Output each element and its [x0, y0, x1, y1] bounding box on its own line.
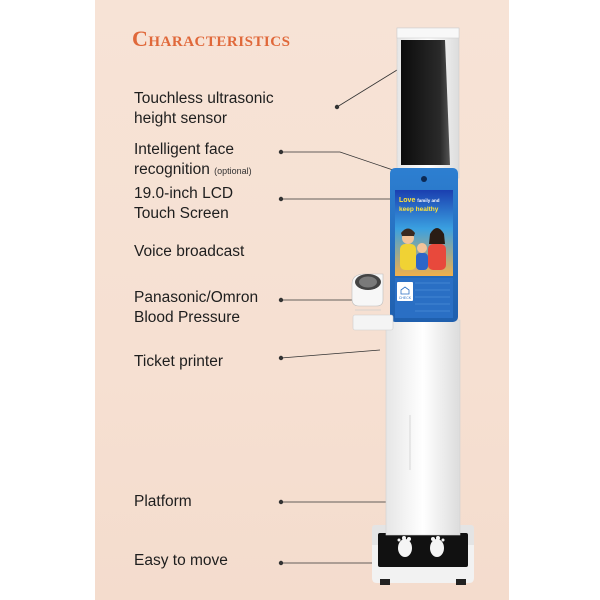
leader-dot: [278, 499, 284, 505]
circuit-pattern: [415, 282, 450, 312]
screen-headline-2: keep healthy: [399, 206, 439, 213]
check-button-label: CHECK: [399, 296, 412, 300]
feature-face-recognition: Intelligent face recognition (optional): [134, 140, 252, 181]
leader-dot: [278, 297, 284, 303]
feature-line: Blood Pressure: [134, 309, 240, 326]
screen-headline: Love family and: [399, 197, 440, 204]
check-button[interactable]: [397, 282, 413, 301]
blood-pressure-monitor: [351, 273, 394, 331]
cuff-holder: [352, 314, 394, 331]
feature-line: Easy to move: [134, 552, 228, 569]
leader-dot: [278, 355, 284, 361]
feature-blood-pressure: Panasonic/Omron Blood Pressure: [134, 288, 258, 328]
leader-lines: [278, 61, 411, 566]
ultrasonic-sensor-window: [401, 40, 450, 165]
home-icon: [400, 286, 410, 295]
feature-line: recognition: [134, 161, 210, 178]
leader-line: [280, 349, 381, 359]
pole: [385, 319, 461, 536]
feature-line: Intelligent face: [134, 141, 234, 158]
platform-glass: [378, 533, 468, 567]
feature-line: Touch Screen: [134, 205, 229, 222]
feature-line: 19.0-inch LCD: [134, 185, 234, 202]
leader-dot: [334, 104, 340, 110]
feature-note: (optional): [214, 166, 252, 176]
leader-dot: [278, 149, 284, 155]
feature-voice-broadcast: Voice broadcast: [134, 242, 244, 262]
cuff-inner: [359, 276, 377, 288]
platform: [372, 525, 474, 585]
column-cap: [396, 27, 460, 39]
feature-line: Platform: [134, 493, 192, 510]
leader-dot: [278, 196, 284, 202]
camera-icon: [421, 176, 427, 182]
feature-easy-to-move: Easy to move: [134, 551, 228, 571]
feature-line: Voice broadcast: [134, 243, 245, 260]
feature-line: height sensor: [134, 110, 228, 127]
feature-ultrasonic-sensor: Touchless ultrasonic height sensor: [134, 89, 274, 129]
leader-dot: [278, 560, 284, 566]
page-title: Characteristics: [132, 26, 291, 51]
family-illustration: [400, 228, 446, 270]
feature-line: Ticket printer: [134, 353, 224, 370]
feature-line: Touchless ultrasonic: [134, 90, 274, 107]
leader-line: [281, 151, 394, 171]
footprint-icon: [397, 536, 445, 557]
feature-line: Panasonic/Omron: [134, 289, 259, 306]
feature-ticket-printer: Ticket printer: [134, 352, 223, 372]
wheel: [456, 579, 466, 585]
wheel: [380, 579, 390, 585]
feature-platform: Platform: [134, 492, 192, 512]
feature-lcd-screen: 19.0-inch LCD Touch Screen: [134, 184, 233, 224]
